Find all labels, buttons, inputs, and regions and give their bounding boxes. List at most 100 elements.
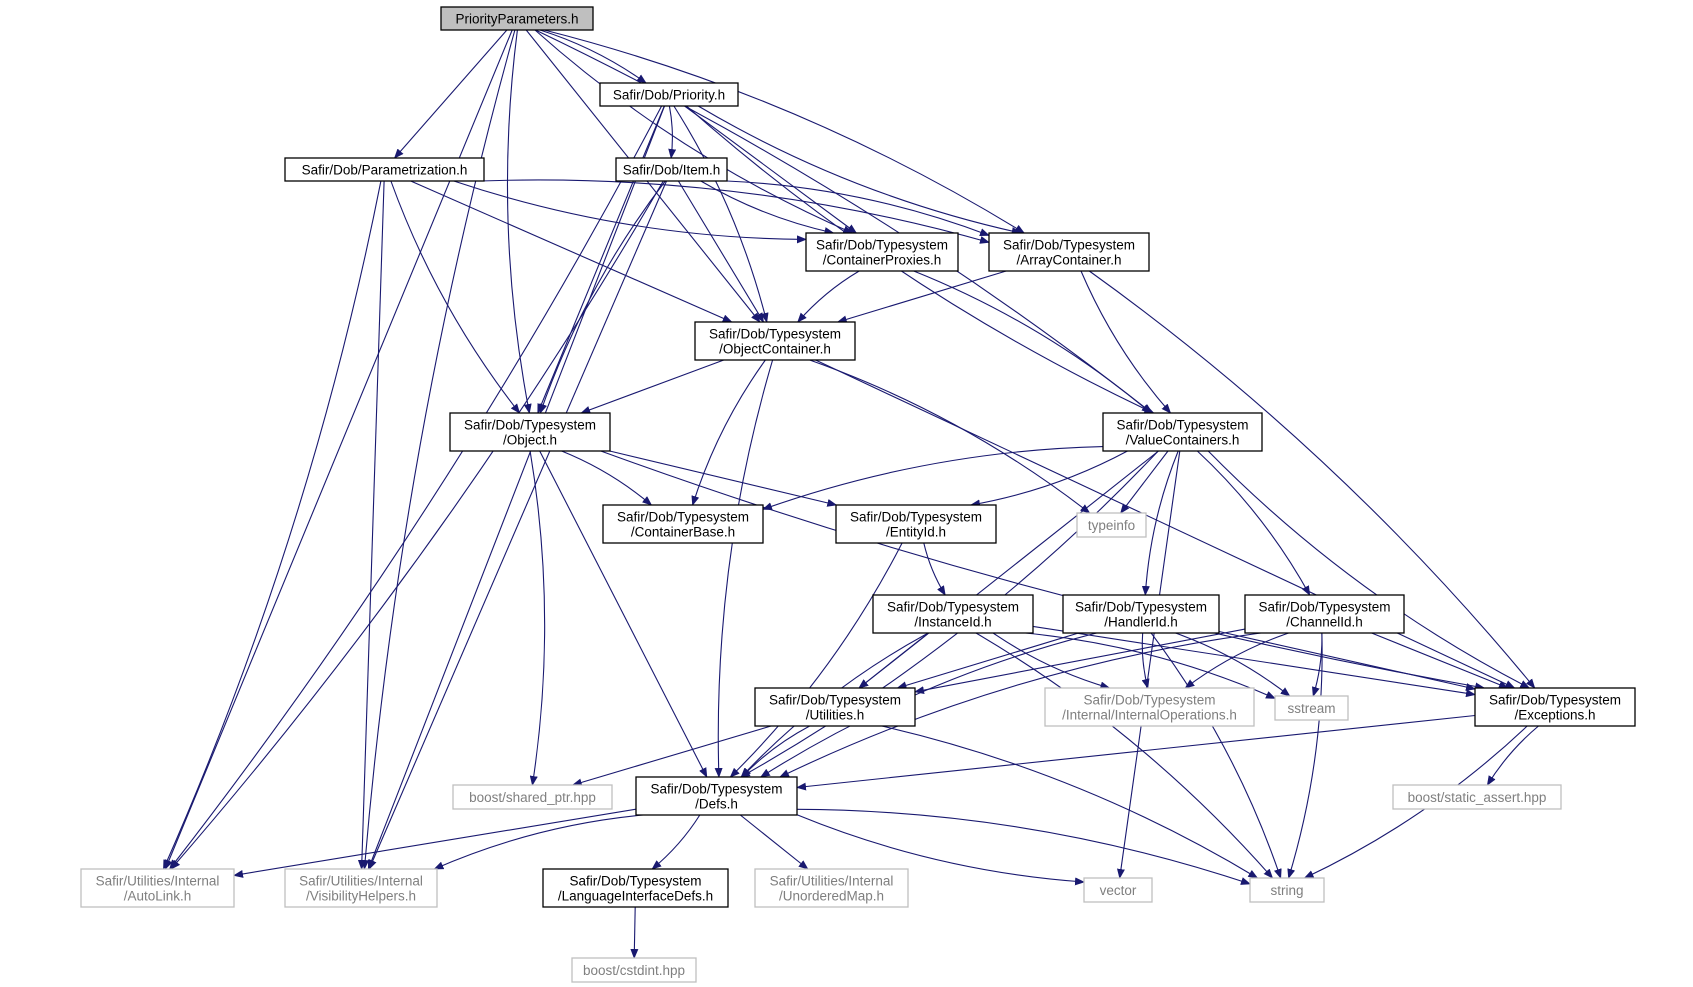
edge-arrow-path [714,359,774,778]
node-containerproxies[interactable]: Safir/Dob/Typesystem/ContainerProxies.h [805,232,959,272]
include-edge-handlerid-to-utilities [896,632,1079,690]
include-edge-valuecontainers-to-channelid [1196,450,1311,596]
node-unorderedmap: Safir/Utilities/Internal/UnorderedMap.h [754,868,909,908]
edge-arrow-path [539,450,708,778]
node-box [754,687,916,727]
include-edge-parametrization-to-objectcontainer [410,180,733,323]
edge-arrow-path [881,725,1259,879]
node-label: Safir/Dob/Typesystem [464,418,596,433]
edge-arrow-path [651,814,701,870]
include-edge-priority-to-object [537,105,665,414]
node-box [284,868,438,908]
include-edge-instanceid-to-internalops [992,632,1111,690]
node-item[interactable]: Safir/Dob/Item.h [615,157,728,182]
node-exceptions[interactable]: Safir/Dob/Typesystem/Exceptions.h [1474,687,1636,727]
edge-arrow-path [726,180,990,236]
node-visibility: Safir/Utilities/Internal/VisibilityHelpe… [284,868,438,908]
edge-arrow-path [357,180,385,870]
node-label: /Object.h [503,433,557,448]
node-label: /Utilities.h [806,708,865,723]
include-edge-exceptions-to-defs [796,714,1476,791]
node-object[interactable]: Safir/Dob/Typesystem/Object.h [449,412,611,452]
node-label: Safir/Utilities/Internal [299,874,423,889]
edge-arrow-path [561,450,653,506]
node-channelid[interactable]: Safir/Dob/Typesystem/ChannelId.h [1244,594,1405,634]
include-edge-item-to-objectcontainer [677,180,765,323]
edge-arrow-path [539,29,647,84]
include-edge-valuecontainers-to-vector [1116,450,1181,879]
node-label: Safir/Dob/Typesystem [816,238,948,253]
node-containerbase[interactable]: Safir/Dob/Typesystem/ContainerBase.h [602,504,764,544]
node-arraycontainer[interactable]: Safir/Dob/Typesystem/ArrayContainer.h [988,232,1150,272]
edge-arrow-path [1032,625,1476,698]
include-edge-channelid-to-string [1287,632,1323,879]
include-edge-priority-to-visibility [367,105,666,870]
edge-arrow-path [762,446,1104,511]
include-edge-valuecontainers-to-exceptions [1207,450,1531,689]
node-parametrization[interactable]: Safir/Dob/Parametrization.h [284,157,485,182]
node-label: boost/static_assert.hpp [1408,790,1547,805]
edge-arrow-path [410,180,733,323]
include-edge-defs-to-langdefs [651,814,701,870]
node-box [1274,695,1349,721]
node-langdefs[interactable]: Safir/Dob/Typesystem/LanguageInterfaceDe… [542,868,729,908]
include-edge-objectcontainer-to-exceptions [815,359,1516,689]
edge-arrow-path [1303,725,1528,879]
include-edge-priority-to-item [668,105,677,159]
node-box [602,504,764,544]
include-edge-item-to-arraycontainer [726,180,990,236]
node-defs[interactable]: Safir/Dob/Typesystem/Defs.h [635,776,798,816]
include-edge-parametrization-to-visibility [357,180,385,870]
node-priority[interactable]: Safir/Dob/Priority.h [599,82,739,107]
include-edge-root-to-object [506,29,532,414]
include-edge-priority-to-arraycontainer [697,105,1022,235]
node-box [1062,594,1220,634]
include-edge-entityid-to-defs [729,542,903,778]
node-utilities[interactable]: Safir/Dob/Typesystem/Utilities.h [754,687,916,727]
node-box [1392,784,1562,810]
node-handlerid[interactable]: Safir/Dob/Typesystem/HandlerId.h [1062,594,1220,634]
node-box [449,412,611,452]
node-sharedptr: boost/shared_ptr.hpp [452,784,613,810]
edge-arrow-path [580,359,724,414]
node-box [80,868,235,908]
edge-arrow-path [390,180,521,414]
include-edge-channelid-to-utilities [914,628,1246,695]
include-edge-instanceid-to-exceptions [1032,625,1476,698]
node-valuecontainers[interactable]: Safir/Dob/Typesystem/ValueContainers.h [1102,412,1263,452]
node-objectcontainer[interactable]: Safir/Dob/Typesystem/ObjectContainer.h [694,321,856,361]
node-instanceid[interactable]: Safir/Dob/Typesystem/InstanceId.h [872,594,1034,634]
node-entityid[interactable]: Safir/Dob/Typesystem/EntityId.h [835,504,997,544]
include-edge-priority-to-containerproxies [684,105,858,234]
edge-arrow-path [809,359,1091,514]
node-label: Safir/Dob/Typesystem [569,874,701,889]
include-edge-utilities-to-sharedptr [571,725,772,787]
edge-arrow-path [914,628,1246,695]
node-root[interactable]: PriorityParameters.h [440,6,594,31]
node-label: boost/shared_ptr.hpp [469,790,596,805]
include-edge-arraycontainer-to-valuecontainers [1080,270,1172,414]
node-box [1083,877,1153,903]
edge-arrow-path [164,29,513,870]
edge-arrow-path [779,632,1262,778]
node-label: Safir/Dob/Typesystem [1116,418,1248,433]
edge-arrow-path [1025,632,1276,699]
node-label: string [1270,883,1303,898]
node-box [694,321,856,361]
include-edge-arraycontainer-to-exceptions [1088,270,1536,689]
include-edge-instanceid-to-string [975,632,1274,879]
edge-arrow-path [1088,270,1536,689]
include-edge-object-to-containerbase [561,450,653,506]
edge-arrow-path [1311,632,1323,697]
include-edge-item-to-autolink [170,180,664,870]
edge-arrow-path [697,105,1022,235]
node-label: Safir/Dob/Typesystem [1258,600,1390,615]
include-edge-item-to-object [539,180,666,414]
include-edge-parametrization-to-arraycontainer [479,179,990,244]
node-box [1474,687,1636,727]
node-box [988,232,1150,272]
node-box [872,594,1034,634]
node-label: /ContainerProxies.h [823,253,942,268]
node-label: /LanguageInterfaceDefs.h [558,889,713,904]
node-label: Safir/Dob/Priority.h [613,88,725,103]
